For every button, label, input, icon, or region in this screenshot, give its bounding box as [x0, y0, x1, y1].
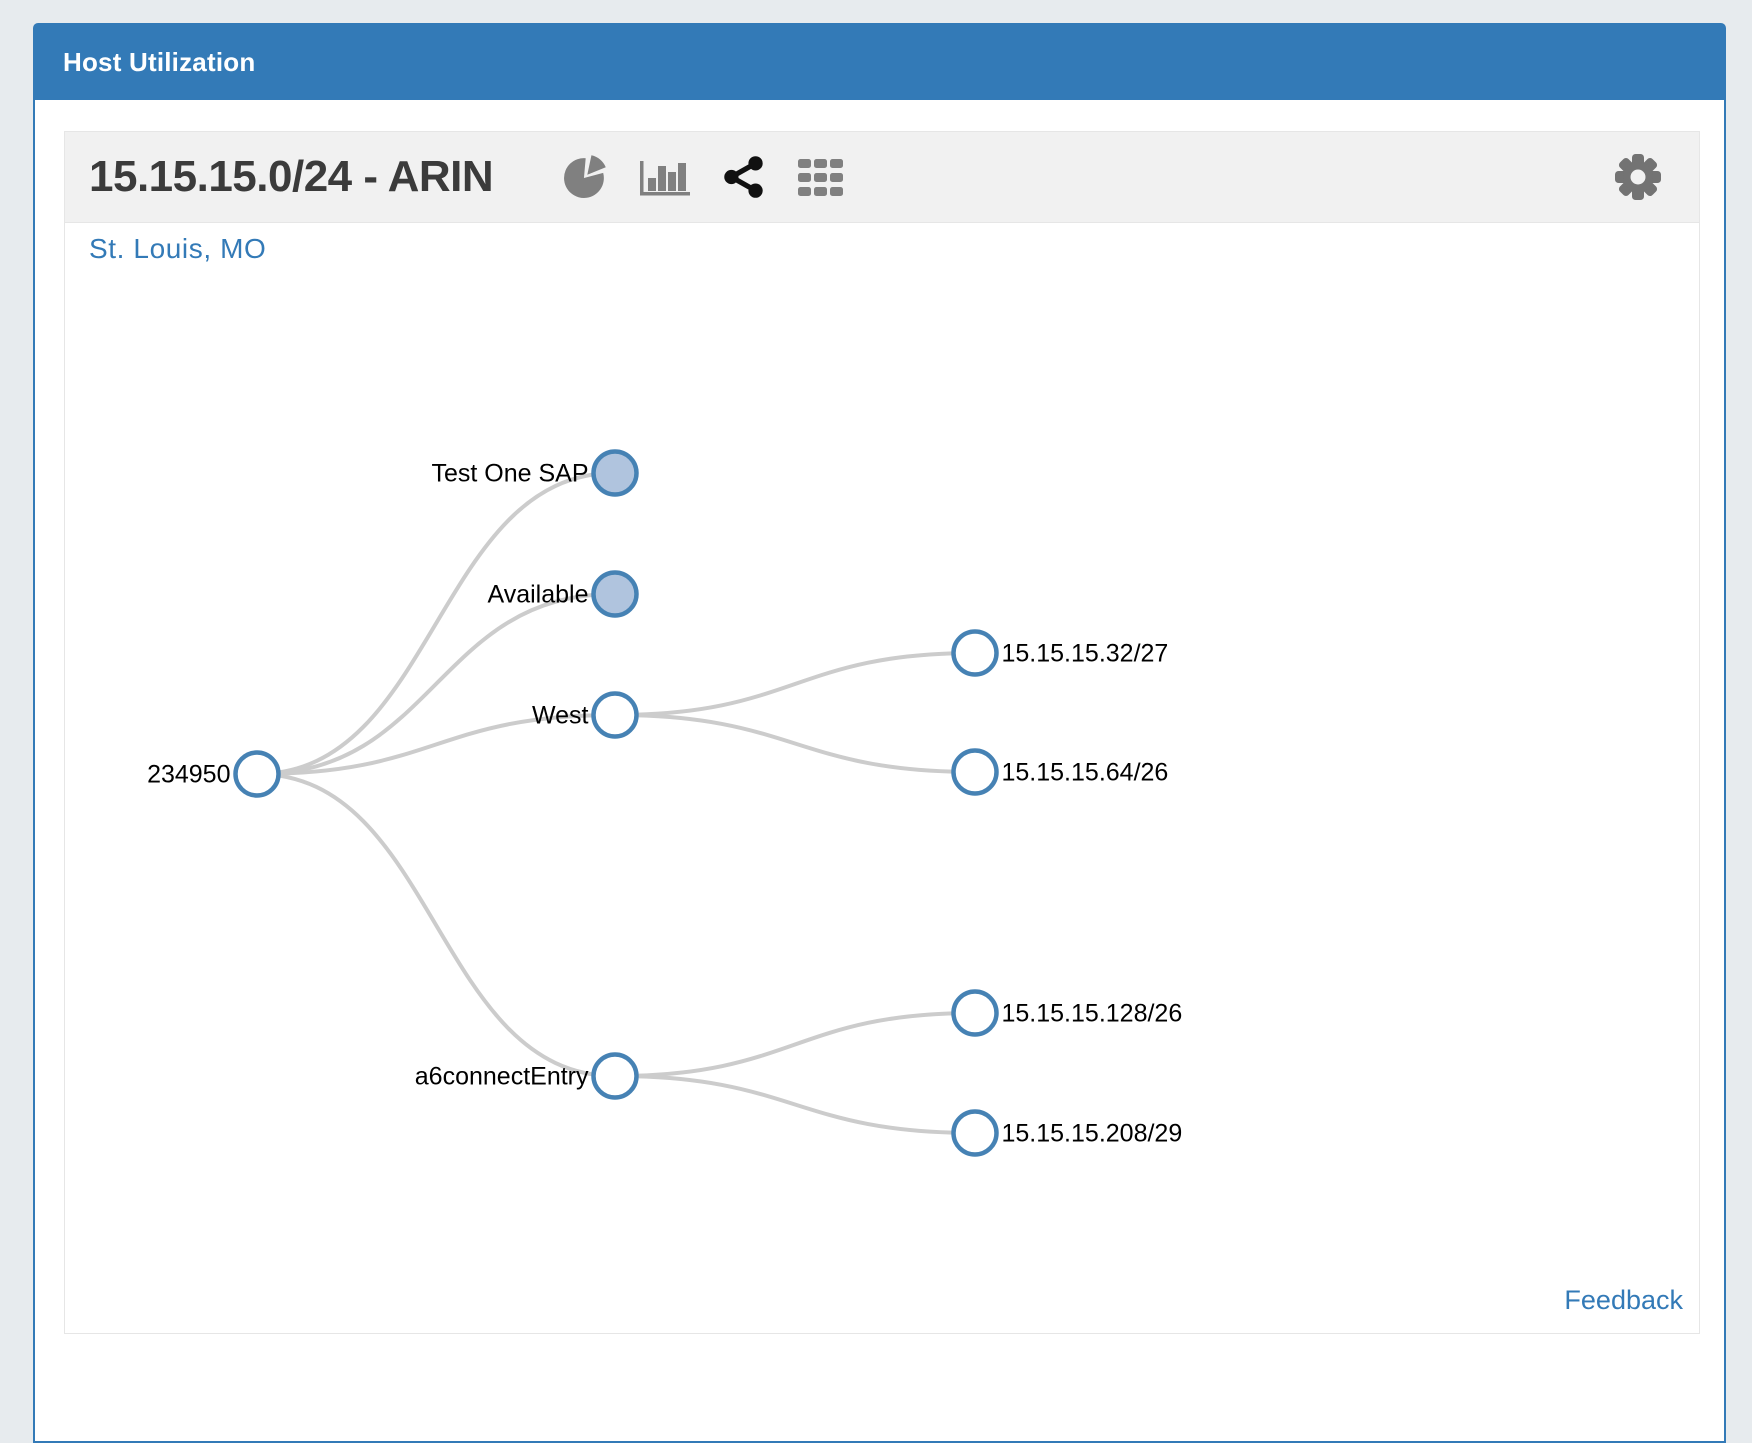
tree-edge: [614, 651, 976, 717]
gear-icon[interactable]: [1615, 154, 1661, 200]
subnet-gadget: 15.15.15.0/24 - ARIN: [64, 131, 1700, 1334]
gadget-header: 15.15.15.0/24 - ARIN: [65, 132, 1699, 223]
tree-node-label-subnet-64-26: 15.15.15.64/26: [1002, 759, 1169, 787]
tree-edge: [256, 471, 616, 776]
tree-node-west[interactable]: [591, 691, 639, 739]
tree-node-label-subnet-128-26: 15.15.15.128/26: [1002, 1000, 1183, 1028]
panel-body: 15.15.15.0/24 - ARIN: [35, 100, 1724, 1334]
tree-node-test-one-sap[interactable]: [591, 449, 639, 497]
tree-edge: [614, 713, 976, 774]
tree-node-label-subnet-208-29: 15.15.15.208/29: [1002, 1120, 1183, 1148]
tree-node-subnet-128-26[interactable]: [951, 989, 999, 1037]
tree-node-subnet-64-26[interactable]: [951, 748, 999, 796]
tree-edge: [256, 592, 616, 776]
tree-edge: [256, 772, 616, 1078]
gadget-title: 15.15.15.0/24 - ARIN: [89, 152, 494, 201]
gadget-body: St. Louis, MO 234950 Test One SAP Availabl…: [65, 223, 1699, 1333]
tree-node-label-test-one-sap: Test One SAP: [431, 460, 588, 488]
bar-chart-icon[interactable]: [640, 157, 691, 197]
grid-icon[interactable]: [798, 158, 844, 196]
location-link[interactable]: St. Louis, MO: [89, 233, 267, 264]
tree-node-available[interactable]: [591, 570, 639, 618]
tree-edge: [256, 713, 616, 776]
panel-header: Host Utilization: [35, 25, 1724, 100]
pie-chart-icon[interactable]: [563, 155, 607, 199]
feedback-link[interactable]: Feedback: [1564, 1285, 1683, 1315]
share-icon[interactable]: [723, 156, 765, 198]
tree-node-a6connectentry[interactable]: [591, 1052, 639, 1100]
tree-node-subnet-208-29[interactable]: [951, 1109, 999, 1157]
tree-edge: [614, 1011, 976, 1078]
tree-node-label-available: Available: [487, 581, 588, 609]
tree-node-label-subnet-32-27: 15.15.15.32/27: [1002, 640, 1169, 668]
tree-node-label-a6connectentry: a6connectEntry: [415, 1063, 589, 1091]
tree-node-label-root: 234950: [147, 761, 230, 789]
tree-node-root[interactable]: [233, 750, 281, 798]
tree-node-subnet-32-27[interactable]: [951, 629, 999, 677]
host-utilization-panel: Host Utilization 15.15.15.0/24 - ARIN: [33, 23, 1726, 1443]
panel-title: Host Utilization: [63, 47, 256, 77]
tree-node-label-west: West: [532, 702, 589, 730]
tree-edge: [614, 1074, 976, 1135]
view-toolbar: [563, 155, 844, 199]
